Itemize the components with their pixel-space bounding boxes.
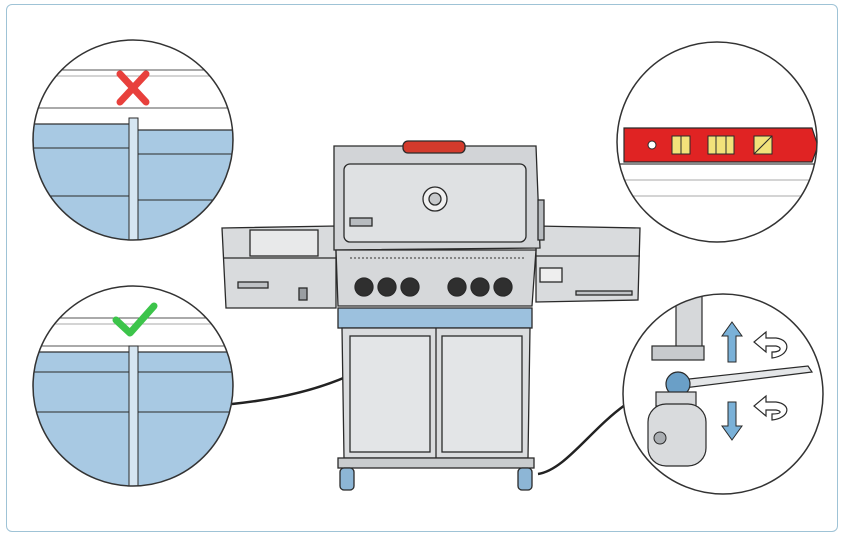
aligned-lid-detail xyxy=(32,285,234,487)
cabinet-door-left xyxy=(349,335,431,453)
spirit-level-detail xyxy=(616,41,818,243)
caster-left xyxy=(339,467,355,491)
caster-right xyxy=(517,467,533,491)
rotate-clockwise-icon xyxy=(753,394,788,421)
cabinet-door-right xyxy=(441,335,523,453)
x-mark-icon xyxy=(116,70,150,106)
shelf-light-right xyxy=(539,267,563,283)
hood-logo xyxy=(349,217,373,227)
burner-knob-3 xyxy=(400,277,420,297)
level-vial-horizontal xyxy=(707,135,735,155)
burner-knob-2 xyxy=(377,277,397,297)
check-mark-icon xyxy=(112,302,158,337)
hood-handle-red xyxy=(402,140,466,154)
rotate-counterclockwise-icon xyxy=(753,330,788,359)
burner-knob-1 xyxy=(354,277,374,297)
shelf-knob-left xyxy=(298,287,308,301)
right-side-shelf xyxy=(535,225,641,303)
grill-illustration xyxy=(221,140,641,491)
arrow-up-icon xyxy=(721,321,743,363)
connector-line-right xyxy=(537,403,626,476)
arrow-down-icon xyxy=(721,401,743,441)
brand-badge-left xyxy=(237,281,269,289)
caster-leveling-detail xyxy=(622,293,824,495)
burner-knob-5 xyxy=(470,277,490,297)
cart-top-rail xyxy=(337,307,533,329)
caster-wheel xyxy=(647,403,707,467)
misaligned-lid-detail xyxy=(32,39,234,241)
burner-knob-6 xyxy=(493,277,513,297)
burner-knob-4 xyxy=(447,277,467,297)
